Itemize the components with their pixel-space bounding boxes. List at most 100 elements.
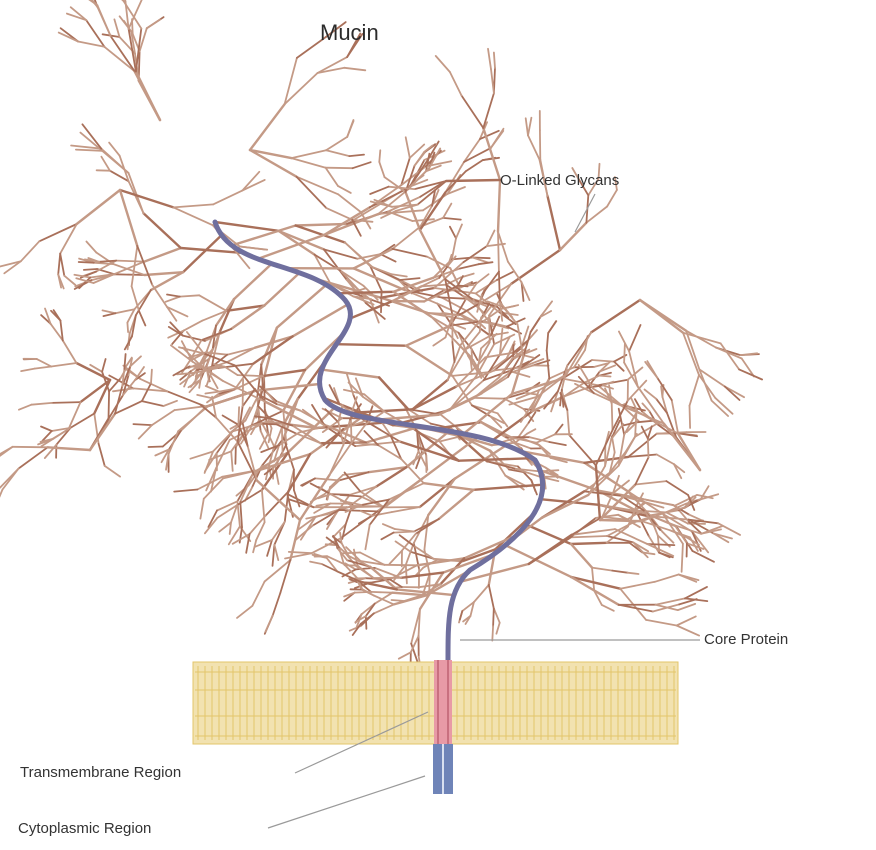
glycan-branch <box>345 68 366 71</box>
glycan-branch <box>494 335 514 345</box>
glycan-branch <box>380 254 395 262</box>
glycan-branch <box>392 249 427 257</box>
glycan-branch <box>455 445 506 478</box>
glycan-branch <box>683 333 699 375</box>
glycan-branch <box>628 455 657 457</box>
glycan-branch <box>0 447 13 463</box>
glycan-branch <box>494 608 500 622</box>
glycan-branch <box>84 269 97 270</box>
glycan-branch <box>531 480 537 494</box>
glycan-branch <box>97 5 110 36</box>
glycan-branch <box>139 311 145 326</box>
glycan-branch <box>115 309 134 313</box>
glycan-branch <box>120 190 137 246</box>
glycan-branch <box>124 354 125 369</box>
glycan-branch <box>426 455 427 470</box>
glycan-branch <box>640 300 683 333</box>
glycans-leader-line <box>575 194 595 232</box>
glycan-branch <box>433 337 445 345</box>
glycan-branch <box>716 348 742 359</box>
glycan-branch <box>264 273 299 306</box>
glycan-branch <box>183 235 222 272</box>
glycan-branch <box>291 150 326 158</box>
glycan-branch <box>215 222 278 231</box>
glycan-branch <box>37 359 52 367</box>
glycan-branch <box>677 626 700 636</box>
glycan-branch <box>263 424 277 425</box>
glycan-branch <box>35 367 52 369</box>
glycan-branch <box>199 295 226 311</box>
glycan-branch <box>115 274 145 275</box>
glycan-branch <box>547 351 550 379</box>
glycan-branch <box>136 290 151 315</box>
glycan-branch <box>607 190 617 207</box>
glycan-branch <box>174 490 197 492</box>
glycan-branch <box>692 551 714 562</box>
glycan-branch <box>571 577 618 605</box>
glycan-branch <box>151 370 152 384</box>
glycan-branch <box>273 545 275 566</box>
glycan-branch <box>63 341 77 364</box>
glycan-branch <box>240 502 242 527</box>
glycan-branch <box>139 425 152 439</box>
glycan-branch <box>290 520 300 560</box>
glycan-branch <box>274 545 278 560</box>
glycan-branch <box>51 363 76 367</box>
glycan-branch <box>329 443 351 475</box>
cytoplasmic-label: Cytoplasmic Region <box>18 820 151 837</box>
glycan-branch <box>102 359 106 372</box>
glycan-branch <box>474 398 505 399</box>
glycan-branch <box>612 571 627 573</box>
glycan-branch <box>338 186 351 193</box>
glycan-branch <box>152 410 175 425</box>
glycan-branch <box>635 457 648 484</box>
glycan-branch <box>133 424 152 425</box>
glycan-branch <box>326 168 338 186</box>
glycan-branch <box>336 344 406 346</box>
glycan-branch <box>291 158 325 168</box>
glycan-branch <box>326 150 349 156</box>
glycan-branch <box>285 553 312 558</box>
glycan-branch <box>250 104 285 150</box>
glycan-branch <box>3 469 19 490</box>
cytoplasmic-leader-line <box>268 776 425 828</box>
glycan-branch <box>103 313 115 316</box>
glycan-branch <box>628 434 657 457</box>
glycan-branch <box>655 575 679 582</box>
glycan-branch <box>492 626 493 641</box>
glycan-branch <box>144 248 181 262</box>
glycan-branch <box>101 157 110 171</box>
glycan-branch <box>240 247 265 250</box>
glycan-branch <box>293 304 348 336</box>
glycan-branch <box>483 93 494 128</box>
glycan-branch <box>592 568 594 591</box>
glycan-branch <box>399 652 411 658</box>
glycan-branch <box>184 321 203 331</box>
glycan-branch <box>390 551 403 564</box>
glycan-branch <box>620 582 655 589</box>
glycan-branch <box>374 604 394 613</box>
glycan-branch <box>355 443 378 445</box>
glycan-branch <box>109 143 120 156</box>
glycan-branch <box>443 204 451 218</box>
glycan-branch <box>381 291 382 313</box>
core-protein-label: Core Protein <box>704 631 788 648</box>
glycan-branch <box>526 118 528 135</box>
glycan-branch <box>450 72 462 96</box>
glycan-branch <box>0 490 3 505</box>
glycan-branch <box>476 274 488 284</box>
glycan-branch <box>462 96 484 129</box>
glycan-branch <box>340 495 360 496</box>
glycan-branch <box>252 582 264 606</box>
glycan-branch <box>519 423 529 437</box>
glycan-branch <box>114 262 144 275</box>
glycan-branch <box>657 378 671 400</box>
glycan-branch <box>635 481 666 484</box>
glycan-branch <box>400 278 420 280</box>
glycan-branch <box>86 242 96 253</box>
glycan-branch <box>243 380 244 407</box>
glycan-branch <box>666 481 688 495</box>
glycan-branch <box>174 204 214 207</box>
glycan-branch <box>406 543 414 565</box>
glycan-branch <box>297 177 327 208</box>
